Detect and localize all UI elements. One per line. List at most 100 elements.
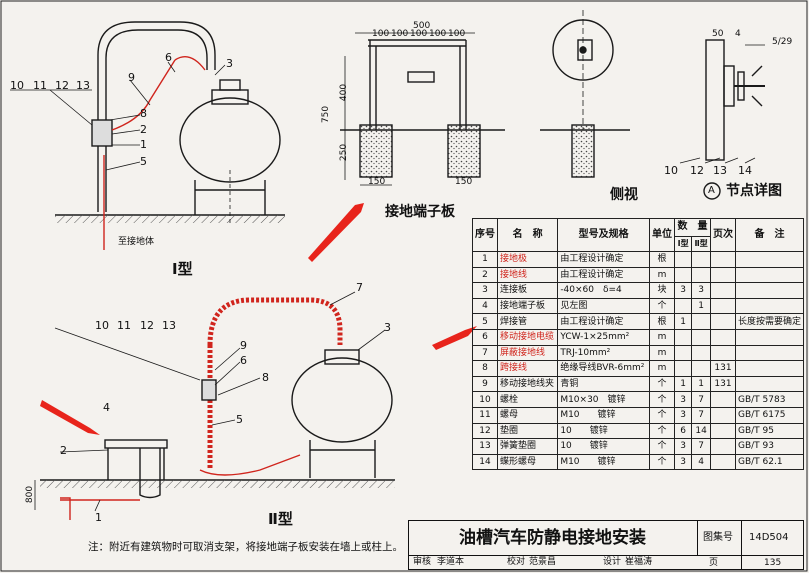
cell-q2 bbox=[691, 344, 711, 362]
cell-no: 2 bbox=[472, 266, 498, 284]
cell-q2: 1 bbox=[691, 375, 711, 393]
cell-name: 螺栓 bbox=[496, 391, 559, 408]
cell-name: 蝶形螺母 bbox=[496, 453, 559, 471]
type2-callout-9: 9 bbox=[240, 339, 247, 352]
cell-name: 移动接地线夹 bbox=[496, 375, 559, 393]
cell-unit: m bbox=[648, 266, 675, 284]
type2-callout-5: 5 bbox=[236, 413, 243, 426]
cell-spec: 由工程设计确定 bbox=[557, 251, 650, 268]
cell-spec: 由工程设计确定 bbox=[557, 266, 650, 284]
cell-remark bbox=[734, 344, 805, 362]
cell-q1 bbox=[673, 360, 693, 377]
cell-name: 接地极 bbox=[496, 251, 559, 268]
cell-q1 bbox=[673, 251, 693, 268]
cell-page bbox=[709, 344, 736, 362]
cell-name: 螺母 bbox=[496, 406, 559, 424]
cell-q1: 3 bbox=[673, 282, 693, 299]
cell-no: 1 bbox=[472, 251, 498, 268]
cell-remark: GB/T 62.1 bbox=[734, 453, 805, 471]
cell-page bbox=[709, 453, 736, 471]
cell-spec: M10×30 镀锌 bbox=[557, 391, 650, 408]
dim-500: 500 bbox=[413, 21, 431, 31]
cell-q1 bbox=[673, 344, 693, 362]
sig-check-label: 校对 bbox=[507, 557, 526, 567]
cell-page bbox=[709, 422, 736, 440]
type2-num-13: 13 bbox=[162, 319, 176, 332]
cell-page: 131 bbox=[709, 360, 736, 377]
cell-remark bbox=[734, 297, 805, 315]
cell-spec: TRJ-10mm² bbox=[557, 344, 650, 362]
type2-callout-7: 7 bbox=[356, 281, 363, 294]
cell-q1: 3 bbox=[673, 438, 693, 455]
cell-unit: 个 bbox=[648, 438, 675, 455]
page-label: 页 bbox=[709, 558, 719, 568]
th-page: 页次 bbox=[709, 218, 736, 252]
sig-check-name: 范景昌 bbox=[529, 557, 557, 567]
atlas-label: 图集号 bbox=[703, 532, 733, 543]
cell-unit: 根 bbox=[648, 313, 675, 330]
th-qty-type1: Ⅰ型 bbox=[673, 235, 693, 253]
cell-q1 bbox=[673, 266, 693, 284]
terminal-plate-caption: 接地端子板 bbox=[385, 204, 455, 220]
cell-q2: 1 bbox=[691, 297, 711, 315]
type2-callout-1: 1 bbox=[95, 511, 102, 524]
type2-num-12: 12 bbox=[140, 319, 154, 332]
cell-spec: 绝缘导线BVR-6mm² bbox=[557, 360, 650, 377]
type1-num-13: 13 bbox=[76, 79, 90, 92]
dim-50: 50 bbox=[712, 29, 724, 39]
cell-no: 7 bbox=[472, 344, 498, 362]
cell-unit: m bbox=[648, 328, 675, 346]
dim-800: 800 bbox=[25, 485, 36, 504]
red-arrows bbox=[40, 203, 477, 435]
title-block: 油槽汽车防静电接地安装 图集号 14D504 审核 李道本 校对 范景昌 设计 … bbox=[408, 520, 804, 570]
cell-q2: 14 bbox=[691, 422, 711, 440]
cell-page bbox=[709, 251, 736, 268]
drawing-note: 注：附近有建筑物时可取消支架，将接地端子板安装在墙上或柱上。 bbox=[88, 541, 403, 553]
cell-page bbox=[709, 391, 736, 408]
cell-name: 屏蔽接地线 bbox=[496, 344, 559, 362]
side-view-caption: 侧视 bbox=[610, 187, 638, 203]
dim-750: 750 bbox=[321, 105, 332, 124]
cell-no: 13 bbox=[472, 438, 498, 455]
type2-num-10: 10 bbox=[95, 319, 109, 332]
cell-q2: 7 bbox=[691, 391, 711, 408]
type1-callout-8: 8 bbox=[140, 107, 147, 120]
dim-100-3: 100 bbox=[410, 29, 428, 39]
th-spec: 型号及规格 bbox=[557, 218, 650, 252]
cell-name: 移动接地电缆 bbox=[496, 328, 559, 346]
cell-name: 连接板 bbox=[496, 282, 559, 299]
cell-q2: 3 bbox=[691, 282, 711, 299]
cell-name: 跨接线 bbox=[496, 360, 559, 377]
dim-150-right: 150 bbox=[455, 177, 473, 187]
cell-q1: 3 bbox=[673, 406, 693, 424]
page-number: 135 bbox=[764, 558, 782, 568]
cell-unit: 块 bbox=[648, 282, 675, 299]
cell-remark bbox=[734, 251, 805, 268]
dim-400: 400 bbox=[339, 83, 350, 102]
detail-circle-letter: A bbox=[708, 185, 715, 196]
cell-remark bbox=[734, 328, 805, 346]
cell-remark bbox=[734, 266, 805, 284]
cell-q2 bbox=[691, 251, 711, 268]
cell-page bbox=[709, 438, 736, 455]
type2-callout-6: 6 bbox=[240, 354, 247, 367]
th-no: 序号 bbox=[472, 218, 498, 252]
cell-unit: 个 bbox=[648, 391, 675, 408]
type2-callout-4: 4 bbox=[103, 401, 110, 414]
cell-no: 8 bbox=[472, 360, 498, 377]
type1-callout-6: 6 bbox=[165, 51, 172, 64]
cell-remark bbox=[734, 360, 805, 377]
sig-design-name: 崔福涛 bbox=[625, 557, 653, 567]
cell-remark bbox=[734, 282, 805, 299]
